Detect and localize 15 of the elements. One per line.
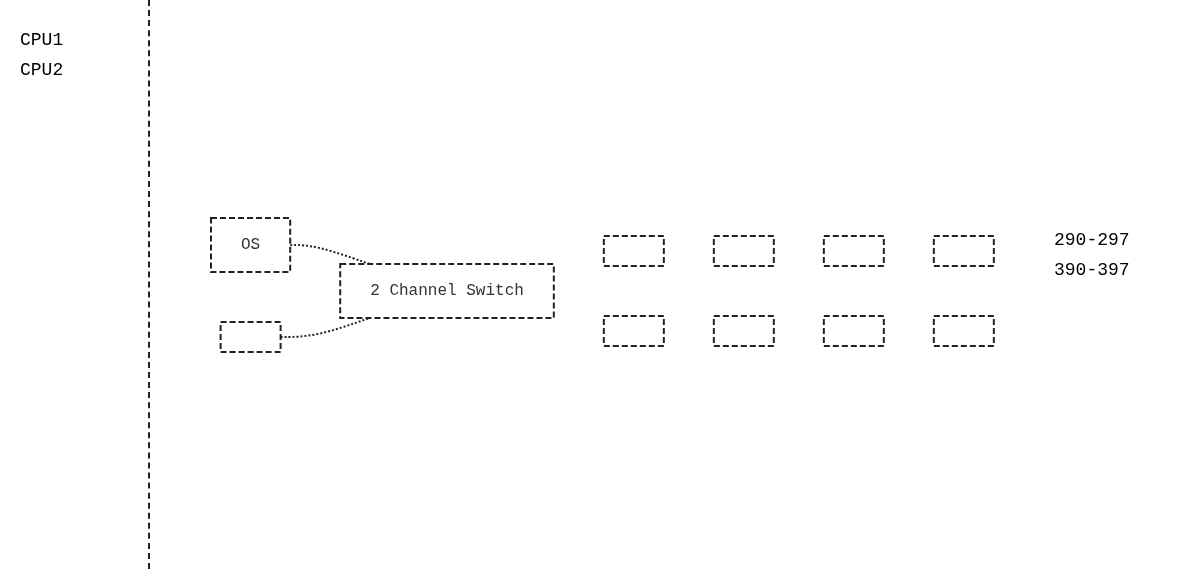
node-box: OS (209, 216, 291, 273)
node-box (932, 314, 995, 347)
text-label: 390-397 (1054, 260, 1131, 280)
node-box (822, 314, 885, 347)
node-box: 2 Channel Switch (338, 262, 555, 319)
node-box (822, 234, 885, 267)
text-label: CPU1 (20, 30, 65, 50)
node-box (932, 234, 995, 267)
node-box (602, 314, 665, 347)
node-box (602, 234, 665, 267)
node-box (712, 314, 775, 347)
node-box (712, 234, 775, 267)
text-label: 290-297 (1054, 230, 1131, 250)
text-label: CPU2 (20, 60, 65, 80)
node-box (219, 320, 282, 353)
